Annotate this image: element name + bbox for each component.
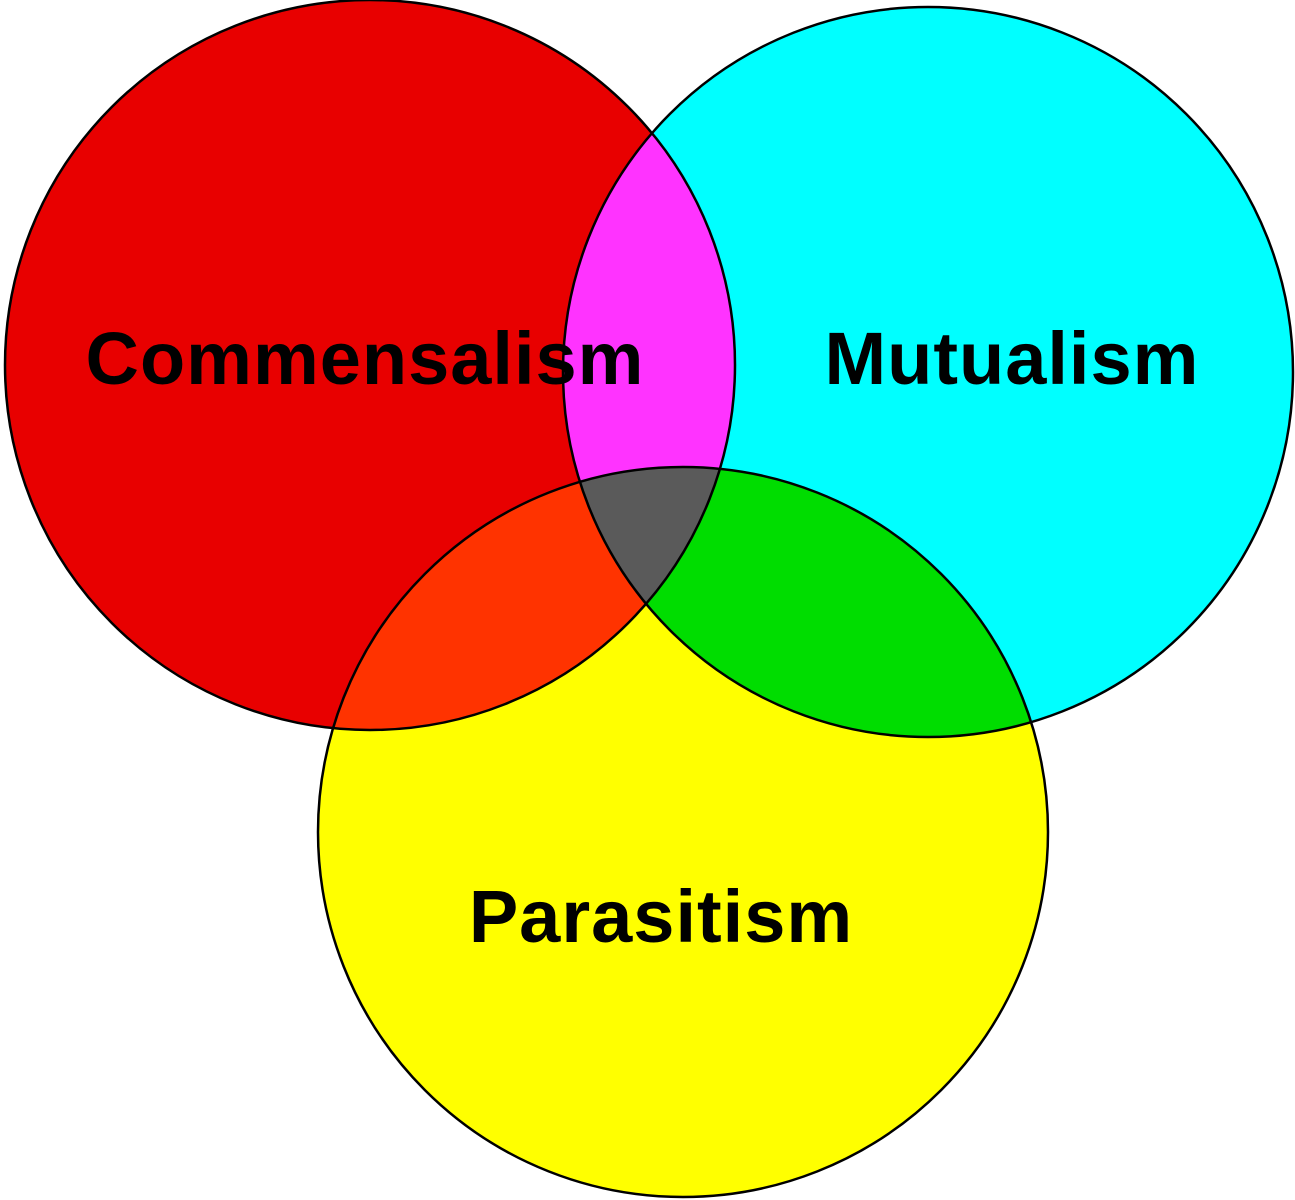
parasitism-label: Parasitism <box>469 875 853 958</box>
mutualism-parasitism-overlap <box>563 467 1048 737</box>
commensalism-parasitism-overlap <box>318 467 735 730</box>
parasitism-outline <box>316 465 1050 1199</box>
mutualism-outline <box>561 5 1295 739</box>
commensalism-label: Commensalism <box>86 317 645 400</box>
commensalism-outline <box>3 0 737 732</box>
mutualism-label: Mutualism <box>825 317 1200 400</box>
